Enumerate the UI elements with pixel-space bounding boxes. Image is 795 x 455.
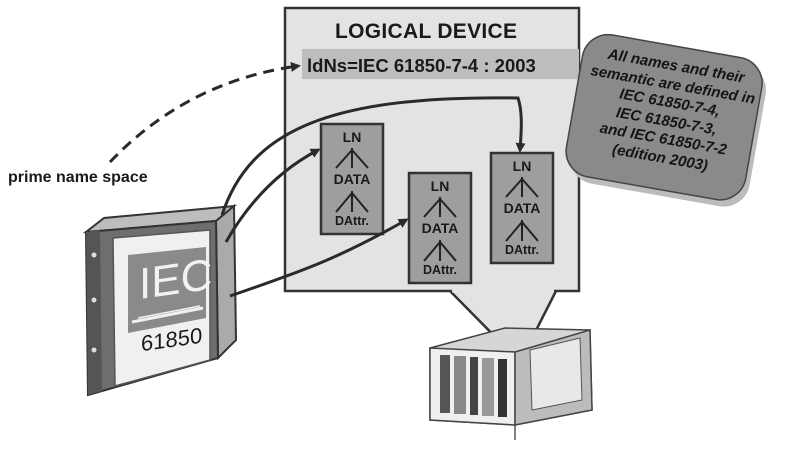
dattr-label: DAttr. bbox=[334, 214, 370, 228]
rack-device bbox=[429, 327, 593, 440]
iec-binder bbox=[82, 203, 238, 397]
ldns-bar bbox=[302, 49, 579, 79]
ln-label: LN bbox=[512, 158, 532, 174]
ln-box-2-frame bbox=[407, 171, 473, 285]
data-label: DATA bbox=[421, 220, 459, 236]
callout-box bbox=[565, 33, 767, 207]
binder-iec-word: IEC bbox=[139, 249, 213, 310]
dattr-label: DAttr. bbox=[422, 263, 458, 277]
dattr-label: DAttr. bbox=[504, 243, 540, 257]
ln-label: LN bbox=[342, 129, 362, 145]
dashed-arrow bbox=[108, 61, 301, 164]
prime-name-space-label: prime name space bbox=[8, 169, 148, 186]
ln-box-3-frame bbox=[489, 151, 555, 265]
ln-box-1-frame bbox=[319, 122, 385, 236]
ldns-label: ldNs=IEC 61850-7-4 : 2003 bbox=[307, 55, 536, 76]
data-label: DATA bbox=[503, 200, 541, 216]
binder-arrows bbox=[220, 96, 526, 298]
ln-label: LN bbox=[430, 178, 450, 194]
tree-glyphs bbox=[335, 148, 539, 262]
data-label: DATA bbox=[333, 171, 371, 187]
logical-device-title: LOGICAL DEVICE bbox=[335, 20, 518, 43]
